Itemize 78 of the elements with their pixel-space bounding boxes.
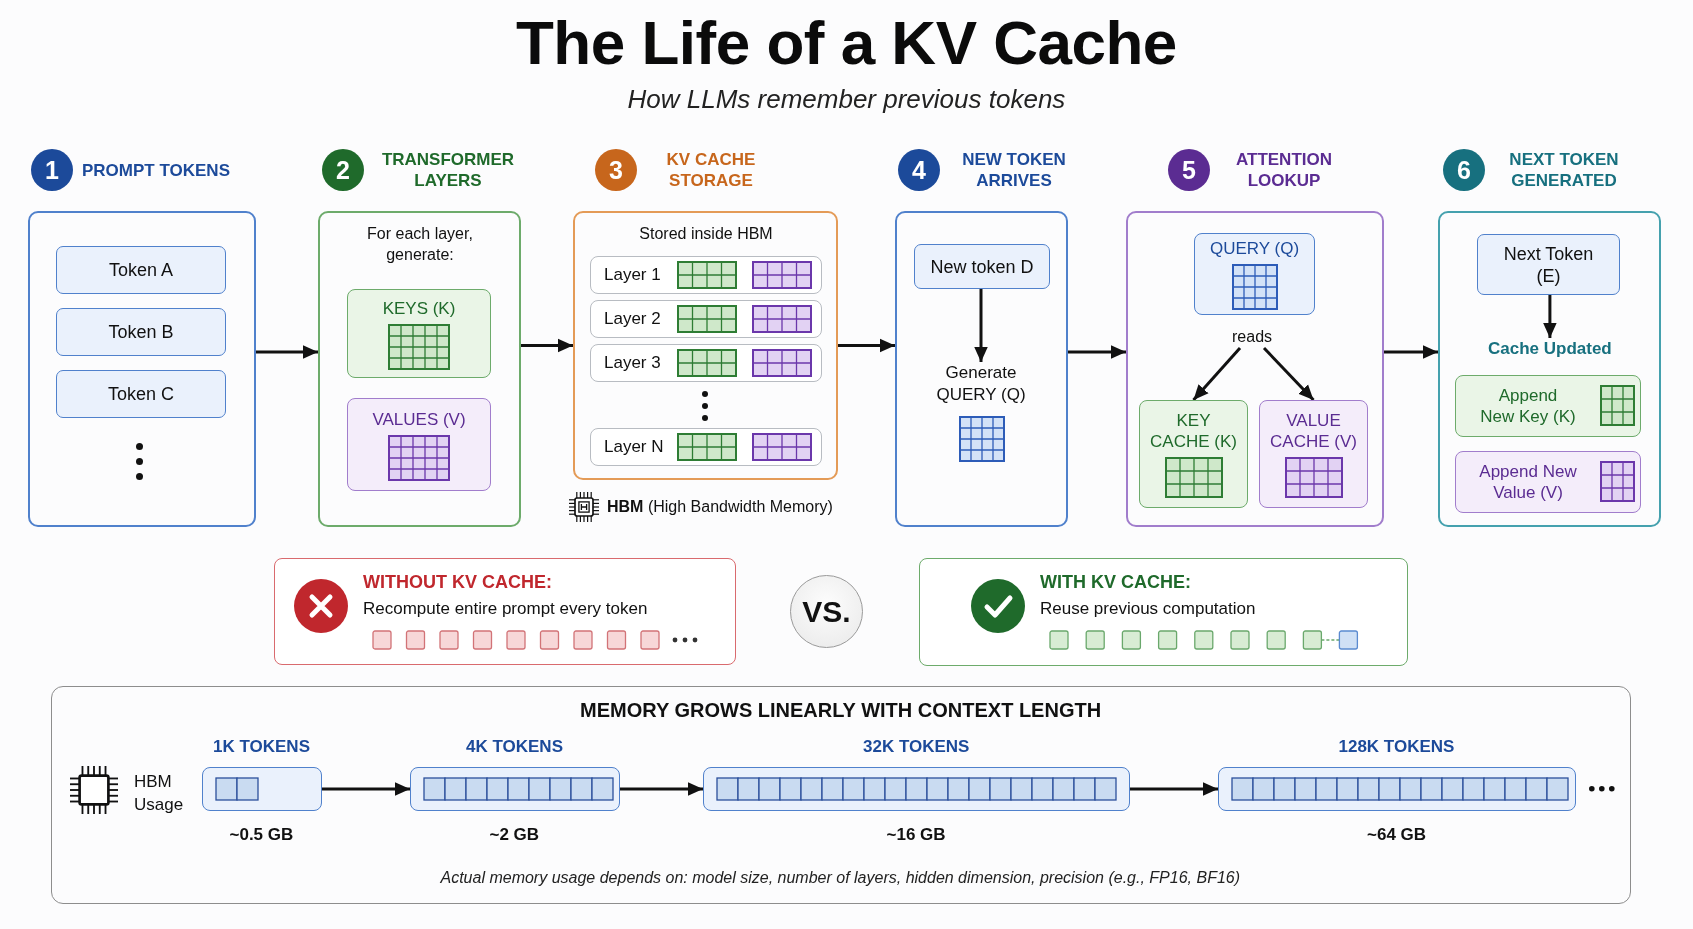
size-label: ~64 GB	[1367, 824, 1427, 845]
append-card	[1455, 451, 1641, 513]
matrix-card	[347, 289, 491, 378]
section-heading: MEMORY GROWS LINEARLY WITH CONTEXT LENGTH	[580, 698, 1102, 723]
append-label: Append New Key (K)	[1479, 384, 1577, 427]
size-label: ~16 GB	[886, 824, 946, 845]
matrix-card	[1259, 400, 1368, 508]
arrow	[256, 345, 318, 359]
token-count-label: 4K TOKENS	[466, 735, 563, 757]
token-box: Token A	[56, 246, 226, 294]
memory-panel	[51, 686, 1631, 904]
card-title: VALUES (V)	[372, 408, 466, 430]
layer-label: Layer 2	[604, 308, 661, 329]
token-box: Next Token (E)	[1477, 234, 1620, 295]
arrow	[1130, 782, 1218, 796]
card-title: KEYS (K)	[382, 297, 456, 319]
footnote: Actual memory usage depends on: model size, number of layers, hidden dimension, precision (e.g., FP16, BF16)	[440, 868, 1241, 888]
stage-heading: NEW TOKEN ARRIVES	[961, 149, 1067, 191]
step-number-badge: 3	[595, 149, 637, 191]
step-number-badge: 6	[1443, 149, 1485, 191]
arrow	[1384, 345, 1438, 359]
layer-row	[590, 256, 822, 294]
token-count-label: 1K TOKENS	[213, 735, 310, 757]
matrix-card	[1139, 400, 1248, 508]
arrow	[1543, 295, 1557, 338]
subtitle: How LLMs remember previous tokens	[627, 83, 1066, 116]
memory-note: HBM (High Bandwidth Memory)	[607, 497, 833, 517]
layer-row	[590, 344, 822, 382]
comparison-heading: WITH KV CACHE:	[1040, 571, 1191, 593]
size-label: ~0.5 GB	[229, 824, 294, 845]
comparison-text: Recompute entire prompt every token	[363, 598, 648, 620]
append-card	[1455, 375, 1641, 437]
step-number-badge: 2	[322, 149, 364, 191]
arrow	[1068, 345, 1126, 359]
comparison-panel	[274, 558, 736, 665]
layer-row	[590, 300, 822, 338]
flow-label: reads	[1232, 326, 1273, 348]
token-box: Token B	[56, 308, 226, 356]
stage-heading: KV CACHE STORAGE	[665, 149, 757, 191]
stage-heading: NEXT TOKEN GENERATED	[1508, 149, 1620, 191]
stage-heading: PROMPT TOKENS	[82, 159, 230, 181]
matrix-card	[1194, 233, 1315, 315]
layer-label: Layer 3	[604, 352, 661, 373]
step-label: Generate QUERY (Q)	[934, 362, 1028, 406]
token-box: New token D	[914, 244, 1050, 289]
arrow	[620, 782, 703, 796]
arrow	[1192, 347, 1242, 401]
step-number-badge: 5	[1168, 149, 1210, 191]
layer-label: Layer 1	[604, 264, 661, 285]
arrow	[1262, 346, 1315, 402]
size-label: ~2 GB	[489, 824, 540, 845]
comparison-panel	[919, 558, 1408, 666]
token-box: Token C	[56, 370, 226, 418]
token-count-label: 128K TOKENS	[1338, 735, 1455, 757]
matrix-card	[347, 398, 491, 491]
append-label: Append New Value (V)	[1478, 460, 1578, 503]
layer-row	[590, 428, 822, 466]
card-title: QUERY (Q)	[1209, 238, 1300, 259]
arrow	[322, 782, 410, 796]
token-count-label: 32K TOKENS	[863, 735, 970, 757]
versus-circle: VS.	[790, 575, 863, 648]
arrow	[521, 338, 573, 353]
card-title: VALUE CACHE (V)	[1269, 410, 1358, 452]
layer-label: Layer N	[604, 436, 664, 457]
step-number-badge: 1	[31, 149, 73, 191]
panel-note: Stored inside HBM	[638, 224, 774, 244]
arrow	[838, 338, 895, 353]
step-number-badge: 4	[898, 149, 940, 191]
stage-heading: ATTENTION LOOKUP	[1235, 149, 1333, 191]
title: The Life of a KV Cache	[516, 7, 1177, 79]
status-label: Cache Updated	[1488, 338, 1612, 360]
arrow	[974, 289, 988, 362]
chip-label: HBM Usage	[134, 771, 185, 816]
comparison-heading: WITHOUT KV CACHE:	[363, 571, 552, 593]
card-title: KEY CACHE (K)	[1149, 410, 1238, 452]
stage-heading: TRANSFORMER LAYERS	[380, 149, 516, 191]
panel-note: For each layer, generate:	[366, 224, 474, 265]
comparison-text: Reuse previous computation	[1040, 598, 1256, 620]
